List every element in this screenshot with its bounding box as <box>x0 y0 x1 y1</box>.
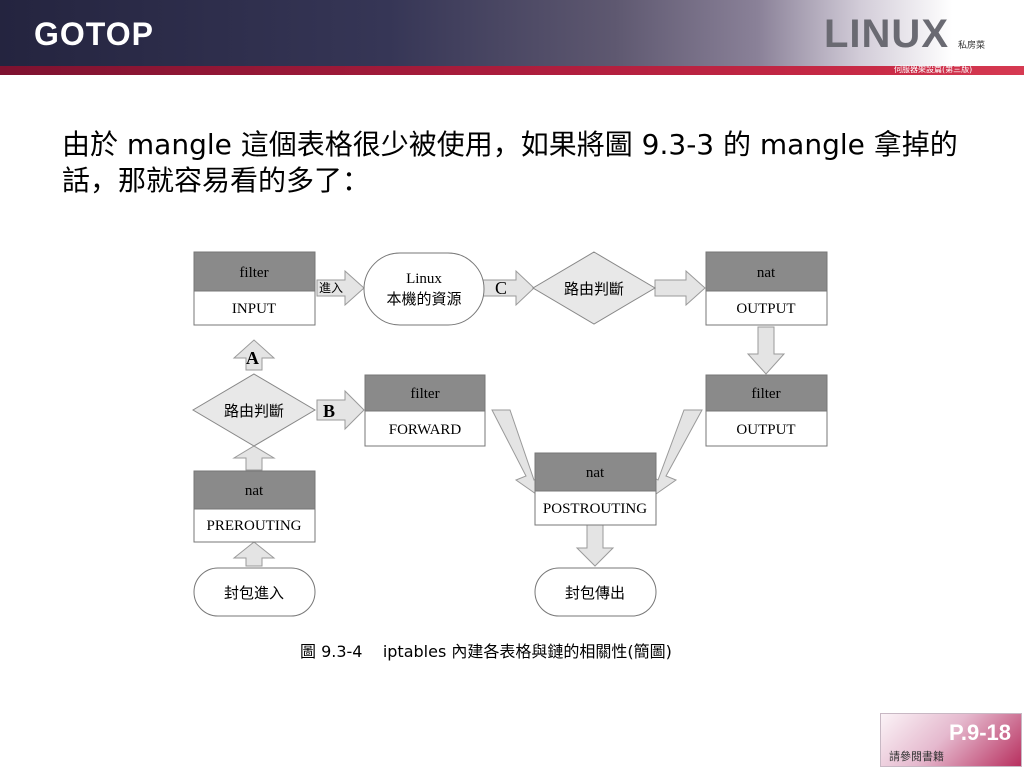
route-decision-top: 路由判斷 <box>532 251 656 325</box>
route-decision-left: 路由判斷 <box>192 373 316 447</box>
packet-in-label: 封包進入 <box>224 585 284 602</box>
output-filter-bottom-label: OUTPUT <box>736 422 795 438</box>
local-process-node: Linux 本機的資源 <box>363 252 485 326</box>
local-process-line2: 本機的資源 <box>386 291 461 308</box>
arrow-output-to-filter <box>746 326 786 375</box>
arrow-postrouting-to-out <box>575 524 615 567</box>
postrouting-top-label: nat <box>586 465 605 481</box>
figure-caption: 圖 9.3-4 iptables 內建各表格與鏈的相關性(簡圖) <box>300 642 672 661</box>
header-red-stripe <box>0 66 1024 75</box>
arrow-route-to-input <box>232 339 276 371</box>
prerouting-table-box: nat PREROUTING <box>193 470 316 543</box>
input-box-bottom-label: INPUT <box>232 301 276 317</box>
output-filter-top-label: filter <box>751 386 780 402</box>
input-box-top-label: filter <box>239 265 268 281</box>
packet-out-node: 封包傳出 <box>534 567 657 617</box>
brand-subtitle: 伺服器架設篇(第三版) <box>894 65 973 74</box>
label-c: C <box>495 278 507 298</box>
page-note: 請參閱書籍 <box>889 750 944 763</box>
forward-bottom-label: FORWARD <box>389 422 462 438</box>
route-left-label: 路由判斷 <box>224 403 284 420</box>
local-process-line1: Linux <box>406 271 442 287</box>
forward-top-label: filter <box>410 386 439 402</box>
arrow-route-to-forward <box>316 389 365 431</box>
postrouting-table-box: nat POSTROUTING <box>534 452 657 526</box>
route-top-label: 路由判斷 <box>564 281 624 298</box>
header-bar <box>0 0 1024 68</box>
output-filter-table-box: filter OUTPUT <box>705 374 828 447</box>
forward-table-box: filter FORWARD <box>364 374 486 447</box>
brand-side-text: 私房菜 <box>958 41 986 51</box>
output-nat-bottom-label: OUTPUT <box>736 301 795 317</box>
page-number: P.9-18 <box>949 720 1011 745</box>
arrow-in-label: 進入 <box>319 281 343 295</box>
packet-out-label: 封包傳出 <box>565 585 625 602</box>
output-nat-table-box: nat OUTPUT <box>705 251 828 326</box>
arrow-prerouting-to-route <box>232 445 276 471</box>
intro-paragraph: 由於 mangle 這個表格很少被使用，如果將圖 9.3-3 的 mangle … <box>62 128 958 197</box>
arrow-input-to-local <box>316 269 365 307</box>
input-table-box: filter INPUT <box>193 251 316 326</box>
arrows <box>232 269 786 567</box>
arrow-route-to-output <box>654 269 706 307</box>
arrow-packetin-to-prerouting <box>232 541 276 567</box>
postrouting-bottom-label: POSTROUTING <box>543 501 647 517</box>
linux-brand-logo: LINUX <box>824 12 949 56</box>
label-a: A <box>246 348 259 368</box>
label-b: B <box>323 401 335 421</box>
output-nat-top-label: nat <box>757 265 776 281</box>
page-number-box: P.9-18 請參閱書籍 <box>880 713 1022 767</box>
arrow-local-to-route <box>482 269 535 307</box>
prerouting-bottom-label: PREROUTING <box>206 518 301 534</box>
gotop-logo: GOTOP <box>34 16 154 52</box>
packet-in-node: 封包進入 <box>193 567 316 617</box>
prerouting-top-label: nat <box>245 483 264 499</box>
